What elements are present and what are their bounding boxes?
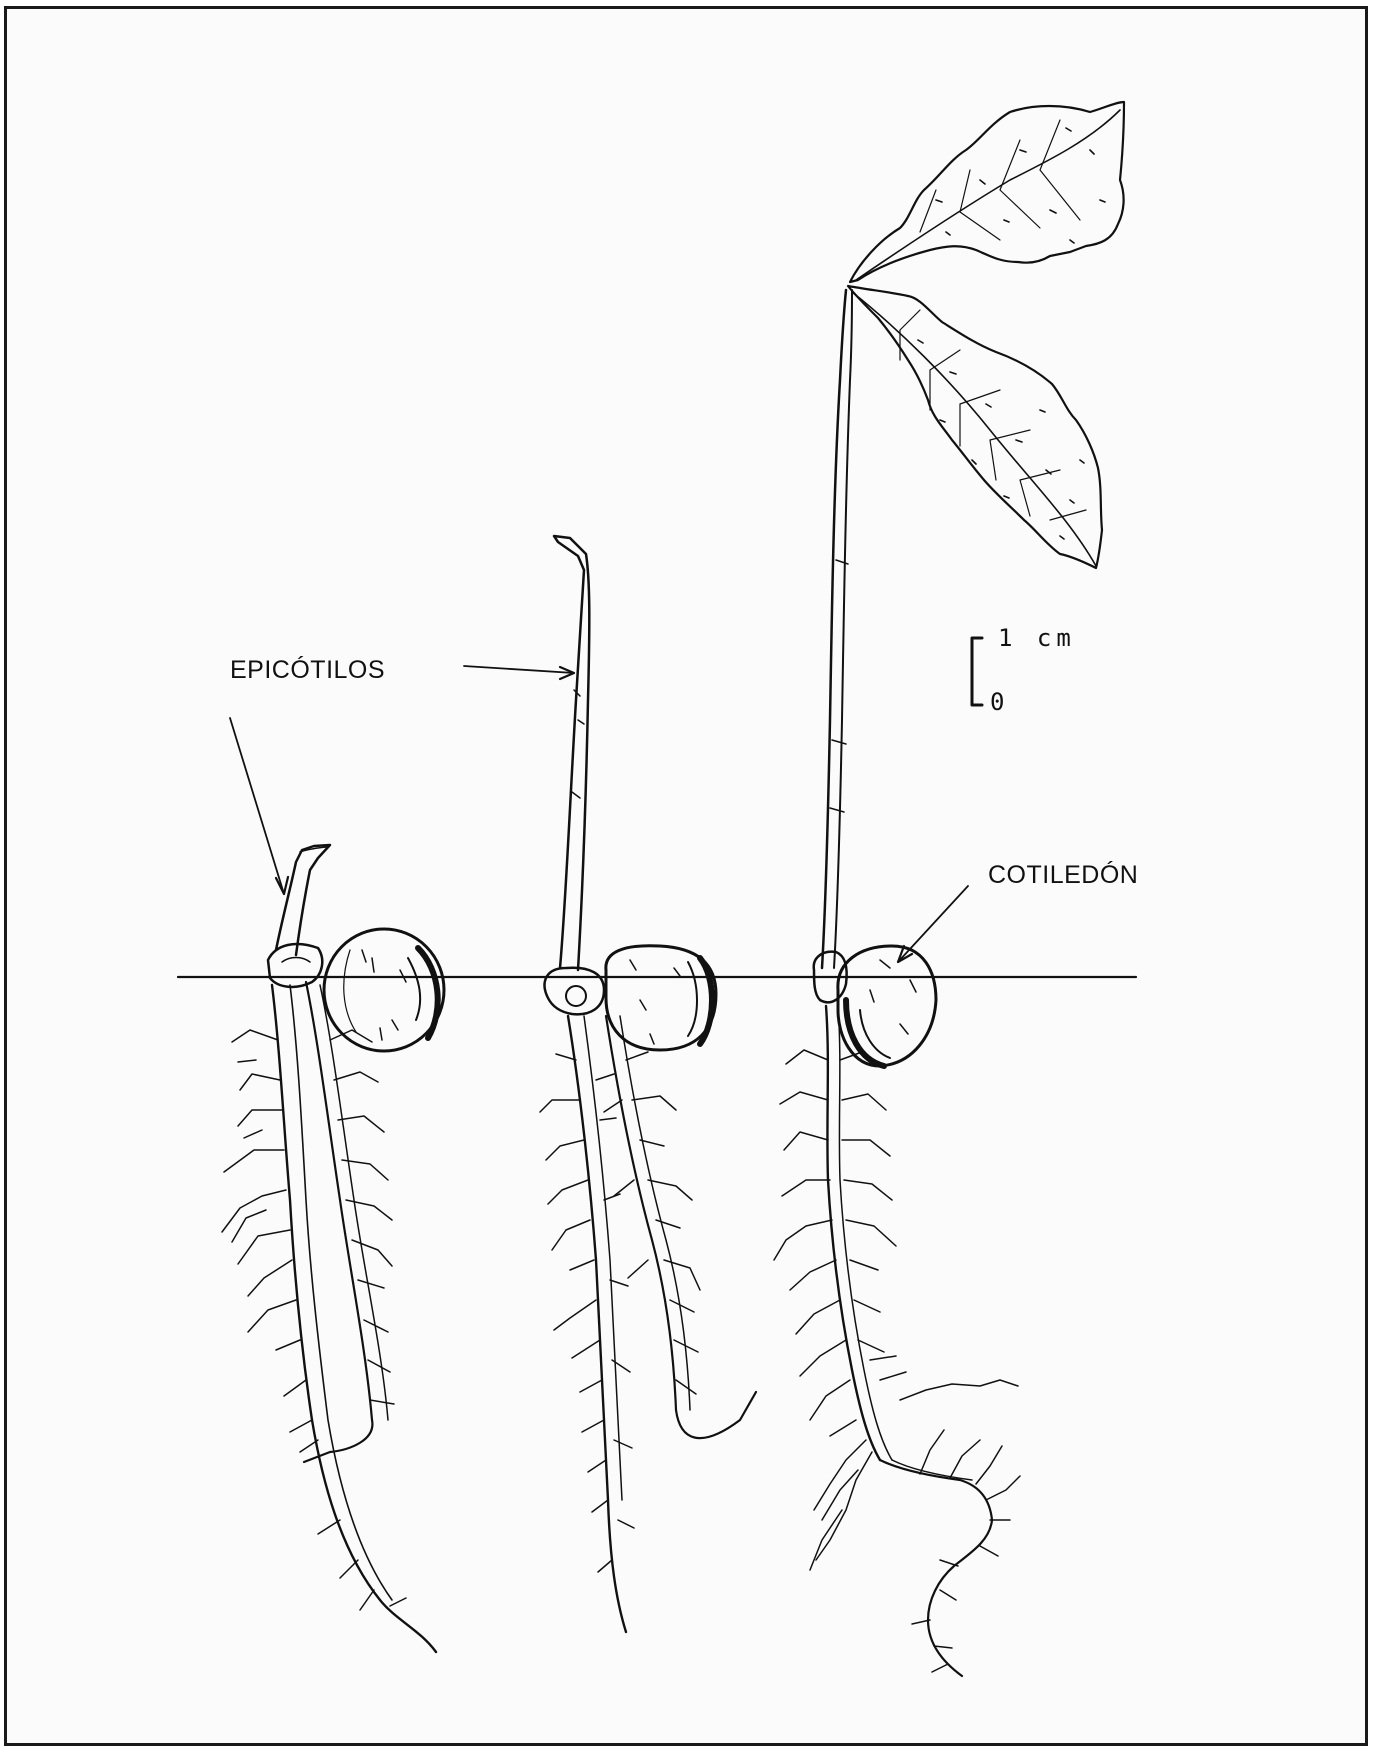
scale-bar [972, 638, 982, 705]
stem-3 [822, 290, 846, 968]
epicotyl-2 [554, 536, 589, 970]
arrow-epicotilos-1 [230, 718, 288, 894]
cotyledon-3 [838, 946, 936, 1066]
root-3a [826, 1006, 880, 1460]
seedling-1 [222, 845, 444, 1652]
cotyledon-1 [324, 929, 444, 1051]
root-1a [272, 985, 436, 1652]
label-epicotilos: EPICÓTILOS [230, 656, 385, 685]
scale-label-bottom: 0 [990, 688, 1004, 716]
arrow-epicotilos-2 [464, 666, 574, 679]
root-2a [568, 1016, 626, 1632]
seedling-2 [540, 536, 756, 1632]
label-cotiledon: COTILEDÓN [988, 861, 1138, 890]
leaf-upper [850, 102, 1124, 282]
leaf-lower [848, 286, 1102, 568]
root-2b [606, 1016, 756, 1438]
epicotyl-1 [276, 845, 330, 955]
root-1b [304, 982, 372, 1462]
root-3b [880, 1460, 992, 1676]
arrow-cotiledon [898, 886, 968, 962]
scale-label-top: 1 cm [998, 624, 1076, 652]
